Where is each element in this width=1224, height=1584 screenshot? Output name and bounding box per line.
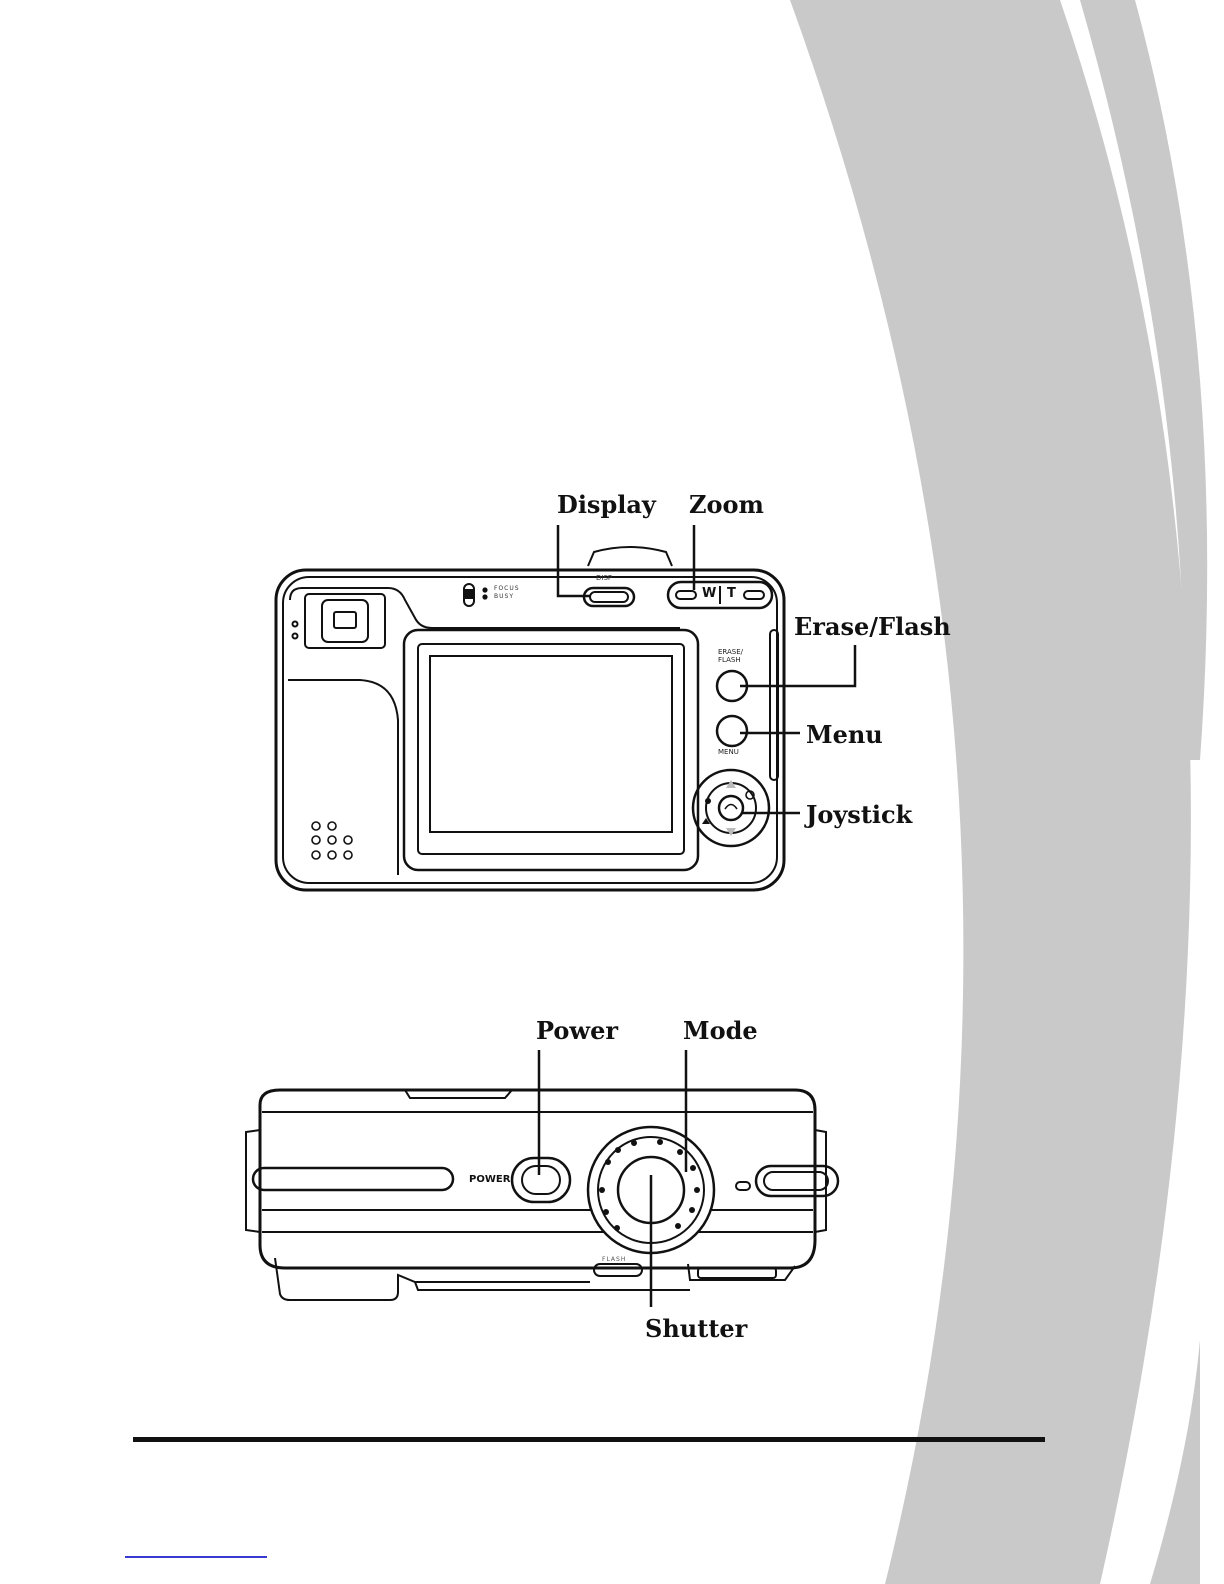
disp-label: DISP [596, 574, 612, 582]
callout-shutter: Shutter [645, 1314, 747, 1343]
callout-menu: Menu [806, 720, 883, 749]
callout-mode: Mode [683, 1016, 758, 1045]
callout-display: Display [557, 490, 656, 519]
callout-power: Power [536, 1016, 618, 1045]
callout-zoom: Zoom [689, 490, 764, 519]
zoom-wide-label: W [702, 586, 716, 601]
flash-printed-label: FLASH [602, 1256, 626, 1263]
footer-rule [133, 1437, 1045, 1442]
callout-joystick: Joystick [806, 800, 912, 829]
footer-link-underline[interactable] [125, 1556, 267, 1558]
busy-label: BUSY [494, 593, 514, 600]
focus-label: FOCUS [494, 585, 520, 592]
zoom-tele-label: T [727, 586, 736, 601]
power-printed-label: POWER [469, 1174, 510, 1185]
menu-printed-label: MENU [718, 748, 739, 756]
erase-flash-printed-label: ERASE/ FLASH [718, 648, 748, 664]
callout-erase-flash: Erase/Flash [794, 612, 951, 641]
